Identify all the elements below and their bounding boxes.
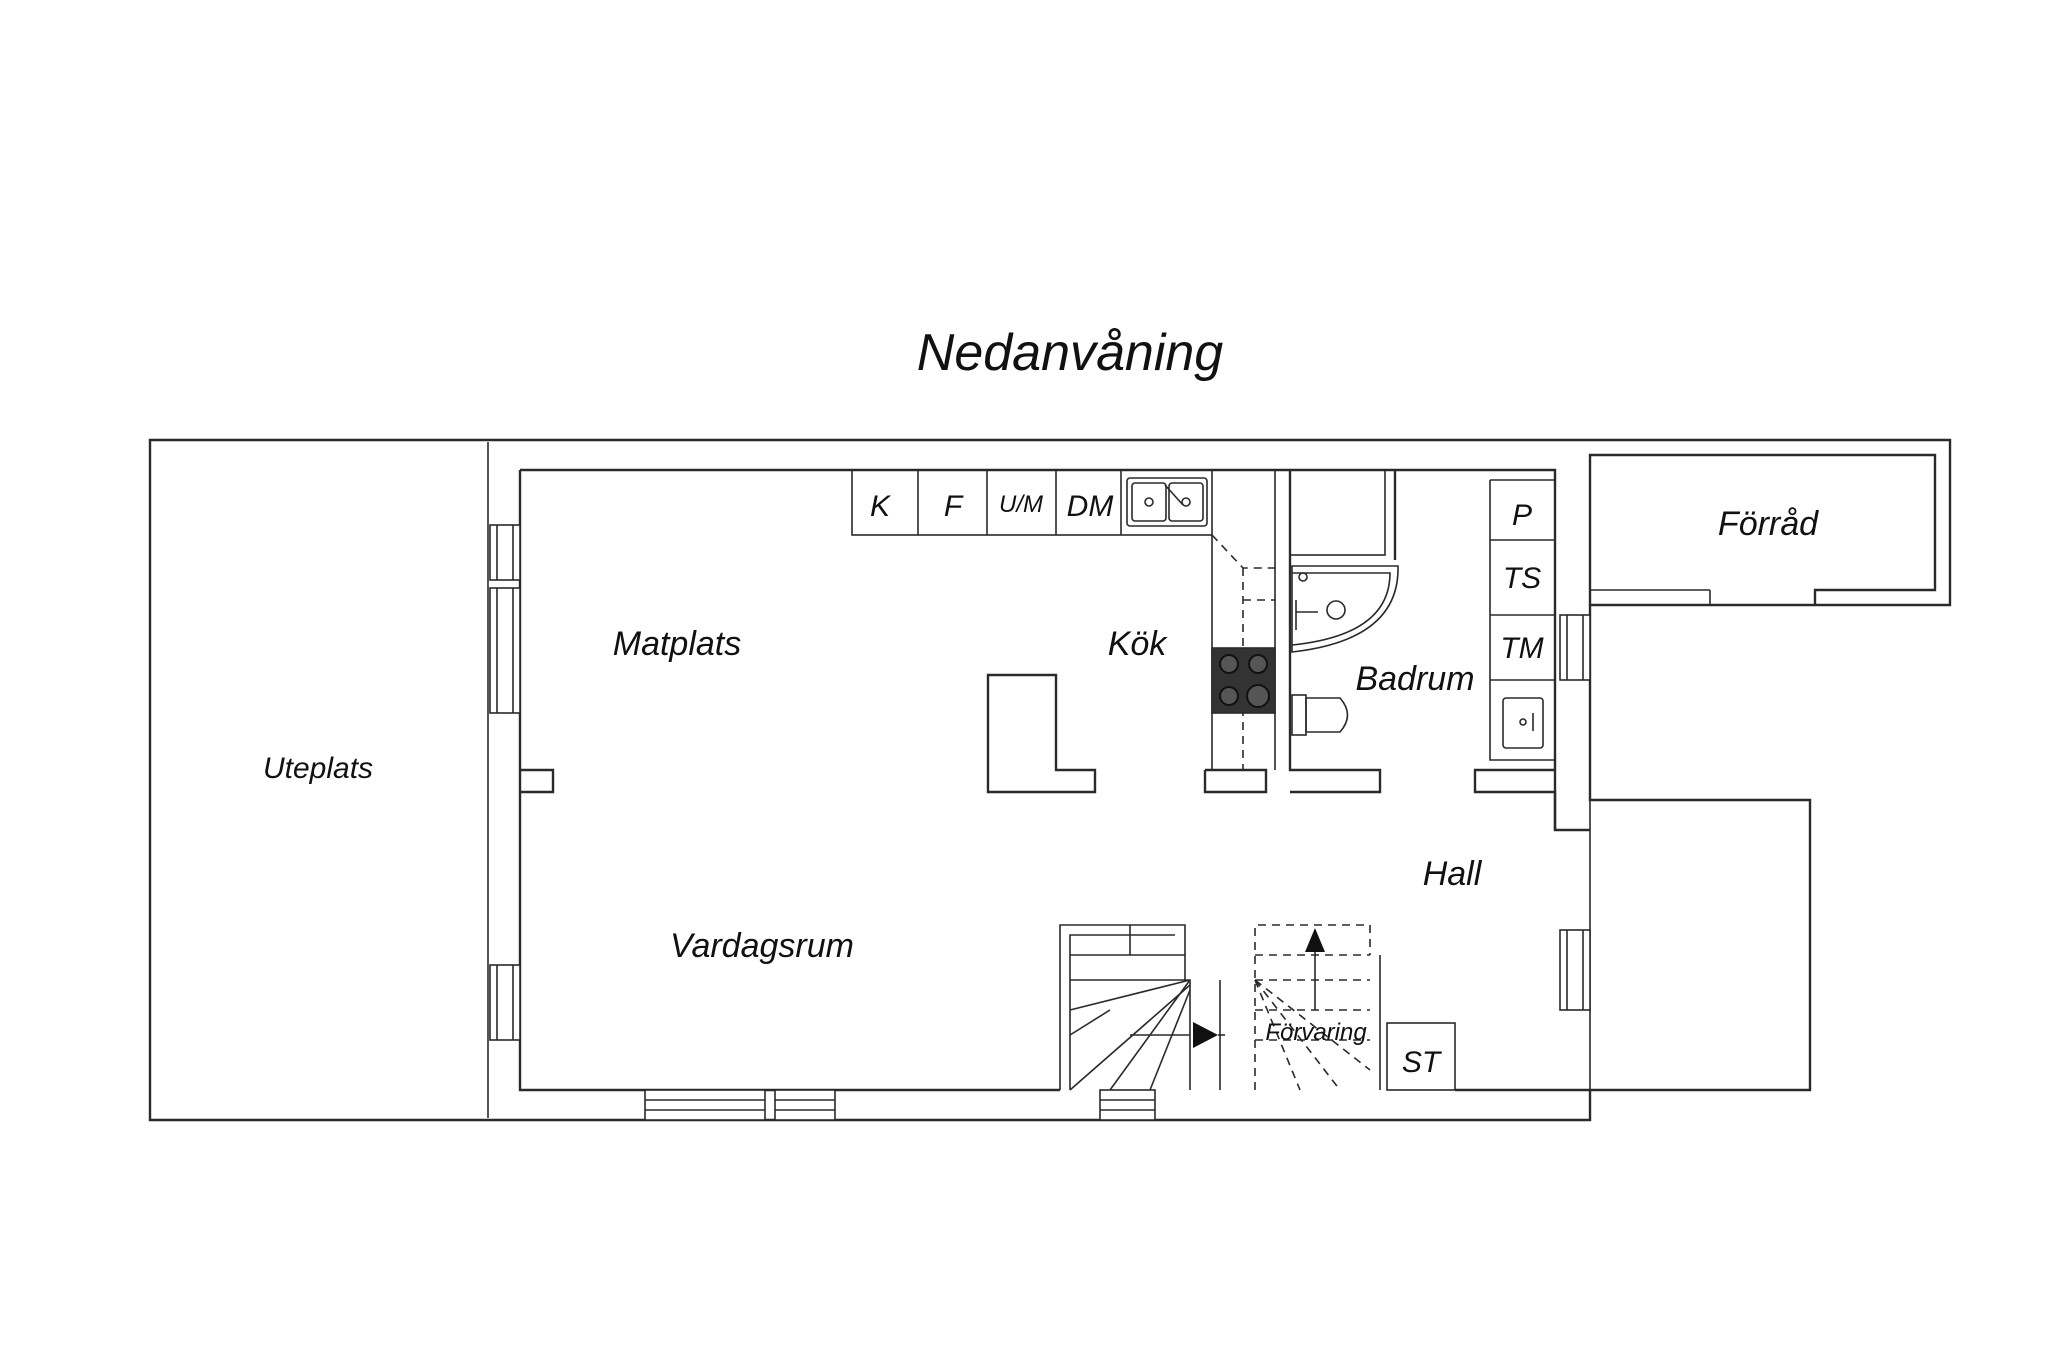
- fixture-label-st: ST: [1402, 1046, 1443, 1079]
- terrace-area: [148, 438, 490, 1122]
- room-label-hall: Hall: [1423, 855, 1483, 893]
- room-label-badrum: Badrum: [1355, 660, 1474, 698]
- fixture-label-p: P: [1512, 499, 1532, 532]
- st-cabinet: [1386, 1022, 1456, 1091]
- fixture-label-f: F: [944, 490, 964, 523]
- fixture-label-ts: TS: [1503, 562, 1541, 595]
- window-bottom-2: [774, 1089, 836, 1121]
- window-right-upper: [1559, 614, 1591, 681]
- window-left-mid: [489, 587, 521, 714]
- window-left-upper: [489, 524, 521, 581]
- wall-stub-left: [520, 768, 555, 794]
- kitchen-sink: [1126, 477, 1208, 527]
- fixture-label-dm: DM: [1067, 490, 1114, 523]
- room-label-uteplats: Uteplats: [263, 752, 373, 785]
- fixture-label-tm: TM: [1500, 632, 1543, 665]
- window-right-lower: [1559, 929, 1591, 1011]
- room-label-vardagsrum: Vardagsrum: [670, 927, 854, 965]
- room-label-kok: Kök: [1108, 625, 1169, 663]
- bathroom: [1288, 469, 1557, 830]
- room-label-forvaring: Förvaring: [1265, 1019, 1367, 1046]
- fixture-label-um: U/M: [999, 491, 1043, 518]
- window-bottom-3: [1099, 1089, 1156, 1121]
- right-annex: [1589, 799, 1811, 1091]
- staircase: [1059, 924, 1381, 1091]
- plan-title: Nedanvåning: [917, 324, 1224, 382]
- fixture-label-k: K: [870, 490, 892, 523]
- stove: [1211, 647, 1276, 714]
- window-bottom-1: [644, 1089, 766, 1121]
- kitchen-counter: [851, 469, 1276, 794]
- room-label-matplats: Matplats: [613, 625, 742, 663]
- kitchen-island: [986, 673, 1097, 794]
- storage-room: [1588, 453, 1937, 605]
- window-left-lower: [489, 964, 521, 1041]
- room-label-forrad: Förråd: [1718, 505, 1819, 543]
